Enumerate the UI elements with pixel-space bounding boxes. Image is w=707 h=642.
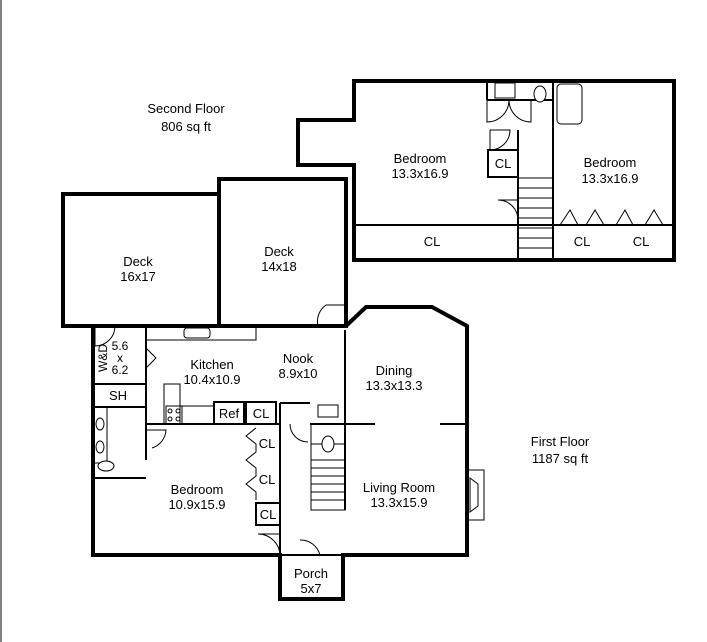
- fireplace-icon: [466, 469, 485, 521]
- bifold-door-icon: [145, 347, 157, 376]
- toilet-icon: [533, 85, 547, 103]
- deck-b-size: 14x18: [261, 259, 296, 274]
- sink-icon: [494, 82, 516, 99]
- door-swing-icon: [497, 199, 519, 221]
- kitchen-sink-icon: [183, 327, 211, 339]
- door-swing-icon: [489, 129, 511, 151]
- laundry-height: 6.2: [112, 363, 129, 377]
- closet-label: CL: [574, 234, 591, 249]
- tub-icon: [556, 83, 583, 125]
- bedroom-left-name: Bedroom: [394, 151, 447, 166]
- kitchen-size: 10.4x10.9: [183, 372, 240, 387]
- closet-label: CL: [259, 436, 276, 451]
- door-swing-icon: [317, 304, 346, 327]
- door-swing-icon: [508, 99, 532, 123]
- bath-vanity: [92, 406, 108, 464]
- door-swing-icon: [94, 325, 116, 347]
- bedroom-right-size: 13.3x16.9: [581, 171, 638, 186]
- bedroom-size: 10.9x15.9: [168, 497, 225, 512]
- laundry-name: W&D: [96, 344, 110, 372]
- closet-label: CL: [259, 472, 276, 487]
- refrigerator-label: Ref: [219, 406, 240, 421]
- closet-label: CL: [495, 156, 512, 171]
- bedroom-right-name: Bedroom: [584, 155, 637, 170]
- closet-box: [255, 502, 281, 526]
- bedroom-name: Bedroom: [171, 482, 224, 497]
- first-floor-area: 1187 sq ft: [532, 451, 589, 466]
- toilet-icon: [317, 404, 339, 418]
- door-swing-icon: [146, 429, 167, 449]
- kitchen-name: Kitchen: [190, 357, 233, 372]
- toilet-icon: [321, 435, 335, 453]
- first-floor-title: First Floor: [531, 434, 590, 449]
- living-size: 13.3x15.9: [370, 495, 427, 510]
- second-floor-stairs: [517, 177, 554, 261]
- living-name: Living Room: [363, 480, 435, 495]
- stove-icon: [165, 405, 183, 425]
- refrigerator-box: [213, 401, 245, 425]
- door-swing-icon: [486, 99, 510, 123]
- laundry-x: x: [117, 351, 123, 365]
- closet-box: [487, 149, 519, 178]
- door-swing-icon: [257, 533, 281, 557]
- first-floor-outline: [91, 305, 469, 601]
- second-floor: Second Floor 806 sq ft Bedroom 13.3x16.9…: [147, 79, 676, 262]
- closet-label: CL: [253, 406, 270, 421]
- porch-name: Porch: [294, 566, 328, 581]
- dining-name: Dining: [376, 363, 413, 378]
- bifold-door-icon: [245, 427, 257, 500]
- deck-a-name: Deck: [123, 254, 153, 269]
- sink-icon: [95, 417, 105, 431]
- porch-size: 5x7: [301, 581, 322, 596]
- bedroom-left-size: 13.3x16.9: [391, 166, 448, 181]
- second-floor-outline: [296, 79, 676, 262]
- door-swing-icon: [289, 423, 309, 443]
- nook-size: 8.9x10: [278, 366, 317, 381]
- deck-a-size: 16x17: [120, 269, 155, 284]
- closet-box: [245, 401, 277, 425]
- first-floor: Deck 16x17 Deck 14x18 Kitchen 10.4x10.9 …: [61, 177, 590, 601]
- sink-icon: [95, 440, 105, 454]
- second-floor-area: 806 sq ft: [161, 119, 211, 134]
- second-floor-title: Second Floor: [147, 101, 225, 116]
- closet-label: CL: [260, 507, 277, 522]
- closet-label: CL: [424, 234, 441, 249]
- nook-name: Nook: [283, 351, 314, 366]
- dining-size: 13.3x13.3: [365, 378, 422, 393]
- laundry-width: 5.6: [112, 339, 129, 353]
- kitchen-counter: [179, 405, 215, 425]
- door-swing-icon: [299, 539, 321, 556]
- bifold-door-icon: [559, 208, 664, 226]
- kitchen-counter: [145, 325, 257, 341]
- toilet-icon: [97, 460, 115, 472]
- deck-b-name: Deck: [264, 244, 294, 259]
- fireplace-hearth: [469, 477, 479, 513]
- closet-label: CL: [633, 234, 650, 249]
- shower-label: SH: [109, 388, 127, 403]
